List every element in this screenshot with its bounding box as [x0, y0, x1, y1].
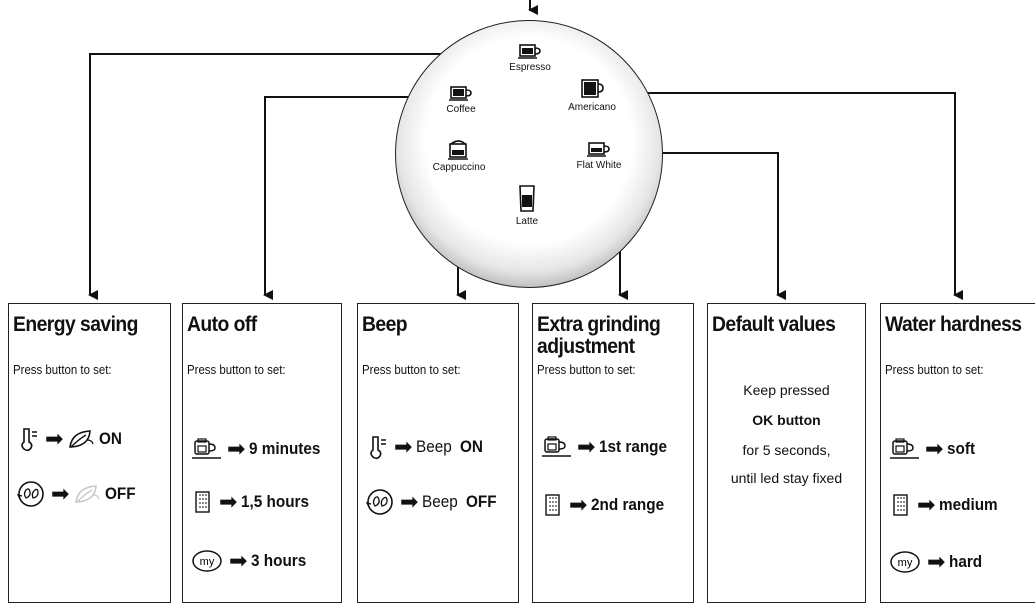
latte-glass-icon: [519, 185, 535, 212]
instruction-line: Keep pressed: [743, 382, 830, 398]
setting-value: 2nd range: [591, 495, 665, 514]
arrow-icon: ➡: [227, 436, 246, 461]
setting-value: medium: [939, 495, 999, 514]
drink-label-espresso: Espresso: [509, 62, 551, 73]
panel-default-values: Default values Keep pressed OK button fo…: [707, 303, 866, 603]
cup-button-icon: [192, 438, 221, 459]
beep-prefix: Beep: [416, 437, 453, 456]
setting-value: 9 minutes: [249, 439, 321, 458]
setting-row: ➡ ON: [17, 424, 125, 454]
arrow-icon: ➡: [927, 549, 946, 574]
panel-auto-off: Auto off Press button to set: ➡ 9 minute…: [182, 303, 342, 603]
connector-coffee: [263, 96, 445, 300]
cappuccino-cup-icon: [448, 140, 468, 160]
svg-text:my: my: [200, 556, 215, 568]
arrow-icon: ➡: [394, 434, 413, 459]
my-button-icon: my: [192, 550, 222, 572]
coffee-cup-icon: [449, 86, 472, 101]
setting-value: soft: [947, 439, 976, 458]
setting-value: 1,5 hours: [241, 492, 310, 511]
setting-row: ➡ Beep ON: [366, 432, 486, 462]
setting-value: OFF: [105, 484, 137, 503]
panel-water-hardness: Water hardness Press button to set: ➡ so…: [880, 303, 1035, 603]
drink-label-flat-white: Flat White: [576, 160, 622, 171]
panel-instruction: Press button to set:: [187, 362, 286, 377]
connector-espresso: [88, 53, 510, 300]
svg-text:my: my: [898, 557, 913, 569]
arrow-icon: ➡: [577, 434, 596, 459]
setting-value: 3 hours: [251, 551, 307, 570]
setting-row: ➡ Beep OFF: [365, 487, 500, 517]
cup-button-icon: [542, 436, 571, 457]
setting-value: ON: [99, 429, 123, 448]
grind-icon: [893, 494, 908, 516]
drink-latte[interactable]: Latte: [482, 184, 572, 227]
thermometer-icon: [21, 428, 37, 452]
drink-espresso[interactable]: Espresso: [485, 42, 575, 73]
panel-instruction: Press button to set:: [885, 362, 984, 377]
setting-value: 1st range: [599, 437, 668, 456]
panel-instruction: Press button to set:: [13, 362, 112, 377]
arrow-icon: ➡: [229, 548, 248, 573]
connector-americano: [607, 92, 963, 300]
cup-button-icon: [890, 438, 919, 459]
setting-value: ON: [460, 437, 484, 456]
setting-row: ➡ soft: [889, 434, 979, 464]
thermometer-icon: [370, 436, 386, 460]
americano-cup-icon: [581, 79, 604, 98]
arrow-icon: ➡: [925, 436, 944, 461]
instruction-line: until led stay fixed: [730, 470, 843, 486]
leaf-faded-icon: [75, 485, 101, 503]
drink-selector-dial: [395, 20, 663, 288]
setting-value: hard: [949, 552, 983, 571]
espresso-cup-icon: [518, 44, 541, 59]
arrow-icon: ➡: [569, 492, 588, 517]
flat-white-cup-icon: [587, 142, 610, 157]
panel-beep: Beep Press button to set: ➡ Beep ON ➡ Be…: [357, 303, 519, 603]
setting-row: my ➡ hard: [889, 547, 986, 577]
panel-title: Auto off: [187, 313, 257, 336]
panel-extra-grinding: Extra grinding adjustment Press button t…: [532, 303, 694, 603]
panel-title: Beep: [362, 313, 408, 336]
drink-cappuccino[interactable]: Cappuccino: [414, 138, 504, 173]
arrow-icon: ➡: [45, 426, 64, 451]
setting-row: ➡ medium: [889, 490, 1005, 520]
setting-row: ➡ 1st range: [541, 432, 675, 462]
panel-title-line2: adjustment: [537, 335, 635, 358]
beep-prefix: Beep: [422, 492, 459, 511]
steam-icon: [16, 481, 44, 507]
instruction-line: OK button: [752, 412, 821, 428]
instruction-line: for 5 seconds,: [742, 442, 831, 458]
leaf-icon: [69, 430, 95, 448]
panel-title: Energy saving: [13, 313, 138, 336]
panel-title: Default values: [712, 313, 836, 336]
drink-coffee[interactable]: Coffee: [416, 84, 506, 115]
setting-value: OFF: [466, 492, 497, 511]
panel-title: Extra grinding: [537, 313, 661, 336]
steam-icon: [365, 489, 393, 515]
setting-row: ➡ 1,5 hours: [191, 487, 317, 517]
panel-energy-saving: Energy saving Press button to set: ➡ ON …: [8, 303, 171, 603]
drink-label-americano: Americano: [568, 102, 616, 113]
panel-title: Water hardness: [885, 313, 1022, 336]
grind-icon: [195, 491, 210, 513]
setting-row: ➡ OFF: [16, 479, 139, 509]
drink-label-latte: Latte: [515, 216, 539, 227]
arrow-icon: ➡: [51, 481, 70, 506]
grind-icon: [545, 494, 560, 516]
setting-row: my ➡ 3 hours: [191, 546, 313, 576]
drink-americano[interactable]: Americano: [547, 78, 637, 113]
panel-instruction: Press button to set:: [362, 362, 461, 377]
drink-label-coffee: Coffee: [446, 104, 476, 115]
drink-flat-white[interactable]: Flat White: [554, 140, 644, 171]
arrow-icon: ➡: [219, 489, 238, 514]
panel-instruction: Press button to set:: [537, 362, 636, 377]
my-button-icon: my: [890, 551, 920, 573]
setting-row: ➡ 2nd range: [541, 490, 673, 520]
drink-label-cappuccino: Cappuccino: [432, 162, 486, 173]
arrow-icon: ➡: [400, 489, 419, 514]
arrow-icon: ➡: [917, 492, 936, 517]
setting-row: ➡ 9 minutes: [191, 434, 329, 464]
